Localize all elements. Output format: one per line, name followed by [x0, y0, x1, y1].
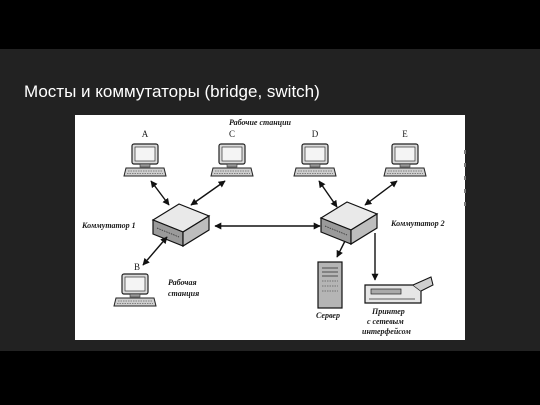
- server-icon: [317, 261, 343, 309]
- workstation-b-icon: [113, 273, 157, 307]
- printer-label-line-2: с сетевым: [367, 317, 404, 326]
- switch-2-icon: [320, 201, 378, 245]
- workstation-c-icon: [210, 143, 254, 177]
- server-label: Сервер: [316, 311, 340, 320]
- edge-marks: [463, 150, 469, 220]
- workstation-d-icon: [293, 143, 337, 177]
- link-switch1-b: [142, 236, 168, 266]
- workstation-e-icon: [383, 143, 427, 177]
- printer-label-line-3: интерфейсом: [362, 327, 411, 336]
- printer-icon: [364, 276, 434, 304]
- station-d-letter: D: [312, 129, 319, 139]
- workstation-a-icon: [123, 143, 167, 177]
- station-b-caption-2: станция: [168, 289, 199, 298]
- switch-1-label: Коммутатор 1: [81, 221, 136, 230]
- station-b-caption-1: Рабочая: [168, 278, 197, 287]
- switch-1-icon: [152, 203, 210, 247]
- slide-title: Мосты и коммутаторы (bridge, switch): [24, 82, 320, 101]
- station-b-letter: B: [134, 262, 140, 272]
- station-e-letter: E: [402, 129, 408, 139]
- link-a-switch1: [150, 180, 170, 206]
- link-e-switch2: [364, 180, 398, 206]
- switch-2-label: Коммутатор 2: [390, 219, 445, 228]
- network-diagram: Рабочие станции A C D E Коммутатор 1 Ком…: [75, 115, 465, 340]
- station-c-letter: C: [229, 129, 235, 139]
- printer-label-line-1: Принтер: [371, 307, 405, 316]
- link-c-switch1: [190, 180, 226, 206]
- workstations-header: Рабочие станции: [229, 118, 292, 127]
- link-switch2-server: [336, 240, 346, 258]
- link-d-switch2: [318, 180, 338, 208]
- station-a-letter: A: [142, 129, 149, 139]
